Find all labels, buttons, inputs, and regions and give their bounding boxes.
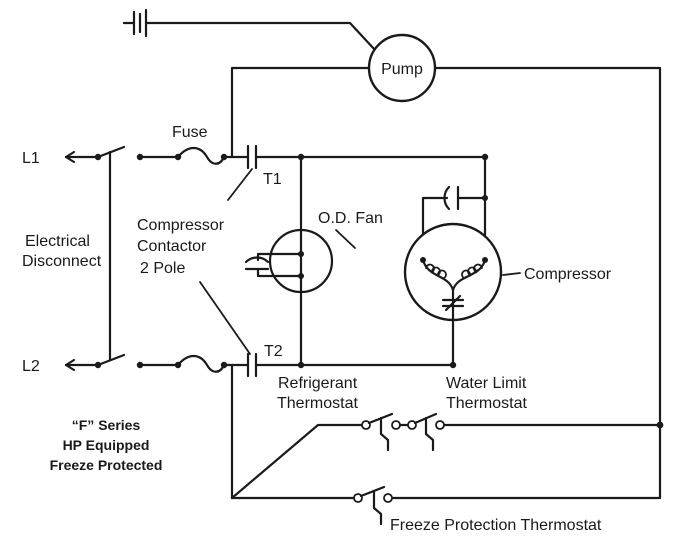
freeze-protection-label: Freeze Protection Thermostat [390, 517, 602, 534]
od-fan-motor [244, 155, 334, 367]
t1-label: T1 [263, 171, 282, 188]
refrigerant-thermostat [361, 412, 401, 452]
water-limit-thermostat [407, 412, 445, 452]
disconnect-label-2: Disconnect [22, 253, 102, 270]
refrigerant-label-1: Refrigerant [278, 375, 358, 392]
pump-motor: Pump [367, 33, 437, 103]
l1-line: L1 [22, 144, 489, 170]
water-limit-label-1: Water Limit [446, 375, 527, 392]
t2-label: T2 [264, 343, 283, 360]
compressor-label: Compressor [524, 266, 612, 283]
contactor-label-1: Compressor [137, 217, 225, 234]
pump-wire-right [390, 66, 662, 500]
disconnect-label-1: Electrical [25, 233, 90, 250]
contactor-label-2: Contactor [137, 238, 207, 255]
refrigerant-label-2: Thermostat [277, 395, 358, 412]
series-label-1: “F” Series [72, 417, 141, 433]
ground-symbol [122, 8, 377, 52]
l2-line: L2 [22, 352, 457, 378]
l1-label: L1 [22, 150, 40, 167]
control-wire-upper [230, 423, 364, 500]
od-fan-label: O.D. Fan [318, 210, 383, 227]
water-limit-label-2: Thermostat [446, 395, 527, 412]
junction-right [656, 421, 664, 429]
pump-label: Pump [381, 61, 423, 78]
od-fan-leader [335, 229, 356, 249]
compressor-leader [502, 272, 521, 276]
contactor-label-3: 2 Pole [140, 260, 185, 277]
fuse-label: Fuse [172, 124, 208, 141]
l2-label: L2 [22, 358, 40, 375]
t1-leader [227, 168, 253, 201]
t2-leader [199, 281, 251, 355]
pump-wire-left [230, 66, 371, 158]
compressor-motor [403, 155, 503, 367]
series-label-2: HP Equipped [63, 437, 150, 453]
series-label-3: Freeze Protected [50, 457, 163, 473]
freeze-protection-thermostat [353, 485, 393, 526]
